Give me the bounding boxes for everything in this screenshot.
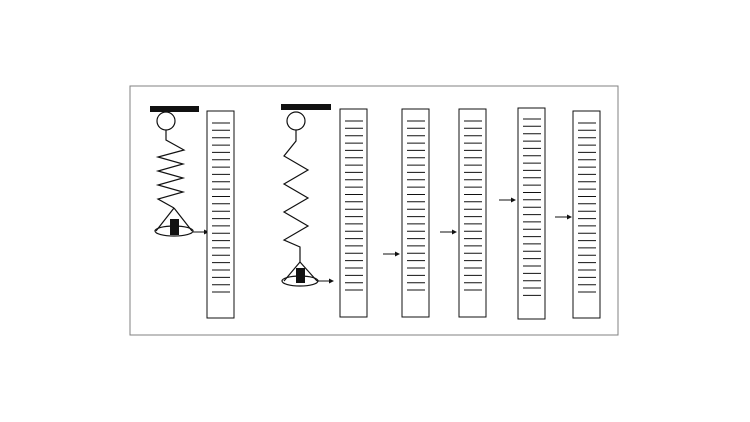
black-block-icon	[170, 219, 179, 235]
scale-body	[572, 110, 601, 319]
scale-ticks	[407, 120, 425, 291]
ceiling-support-2	[281, 104, 331, 110]
scale-5	[517, 107, 572, 320]
pointer-arrowhead-5	[511, 197, 516, 203]
scale-ticks	[464, 120, 482, 291]
scale-body	[206, 110, 235, 319]
scale-ticks	[523, 118, 541, 296]
scale-6	[572, 110, 601, 319]
pointer-arrowhead-6	[567, 214, 572, 220]
scale-body	[401, 108, 430, 318]
scale-ticks	[578, 122, 596, 293]
spring-setup-2	[281, 104, 334, 287]
scale-2	[339, 108, 400, 318]
scale-body	[458, 108, 487, 318]
scale-ticks	[212, 122, 230, 293]
scale-3	[401, 108, 457, 318]
pointer-arrowhead-2	[329, 278, 334, 284]
scale-4	[458, 108, 516, 318]
pointer-arrowhead-4	[452, 229, 457, 235]
black-block-icon	[296, 268, 305, 283]
spring-2	[282, 130, 310, 262]
pointer-arrowhead-3	[395, 251, 400, 257]
scale-ticks	[345, 120, 363, 291]
spring-setup-1	[150, 106, 209, 237]
spring-1	[155, 130, 186, 209]
ceiling-support-1	[150, 106, 199, 112]
scale-body	[339, 108, 368, 318]
scale-body	[517, 107, 546, 320]
scale-1	[206, 110, 235, 319]
